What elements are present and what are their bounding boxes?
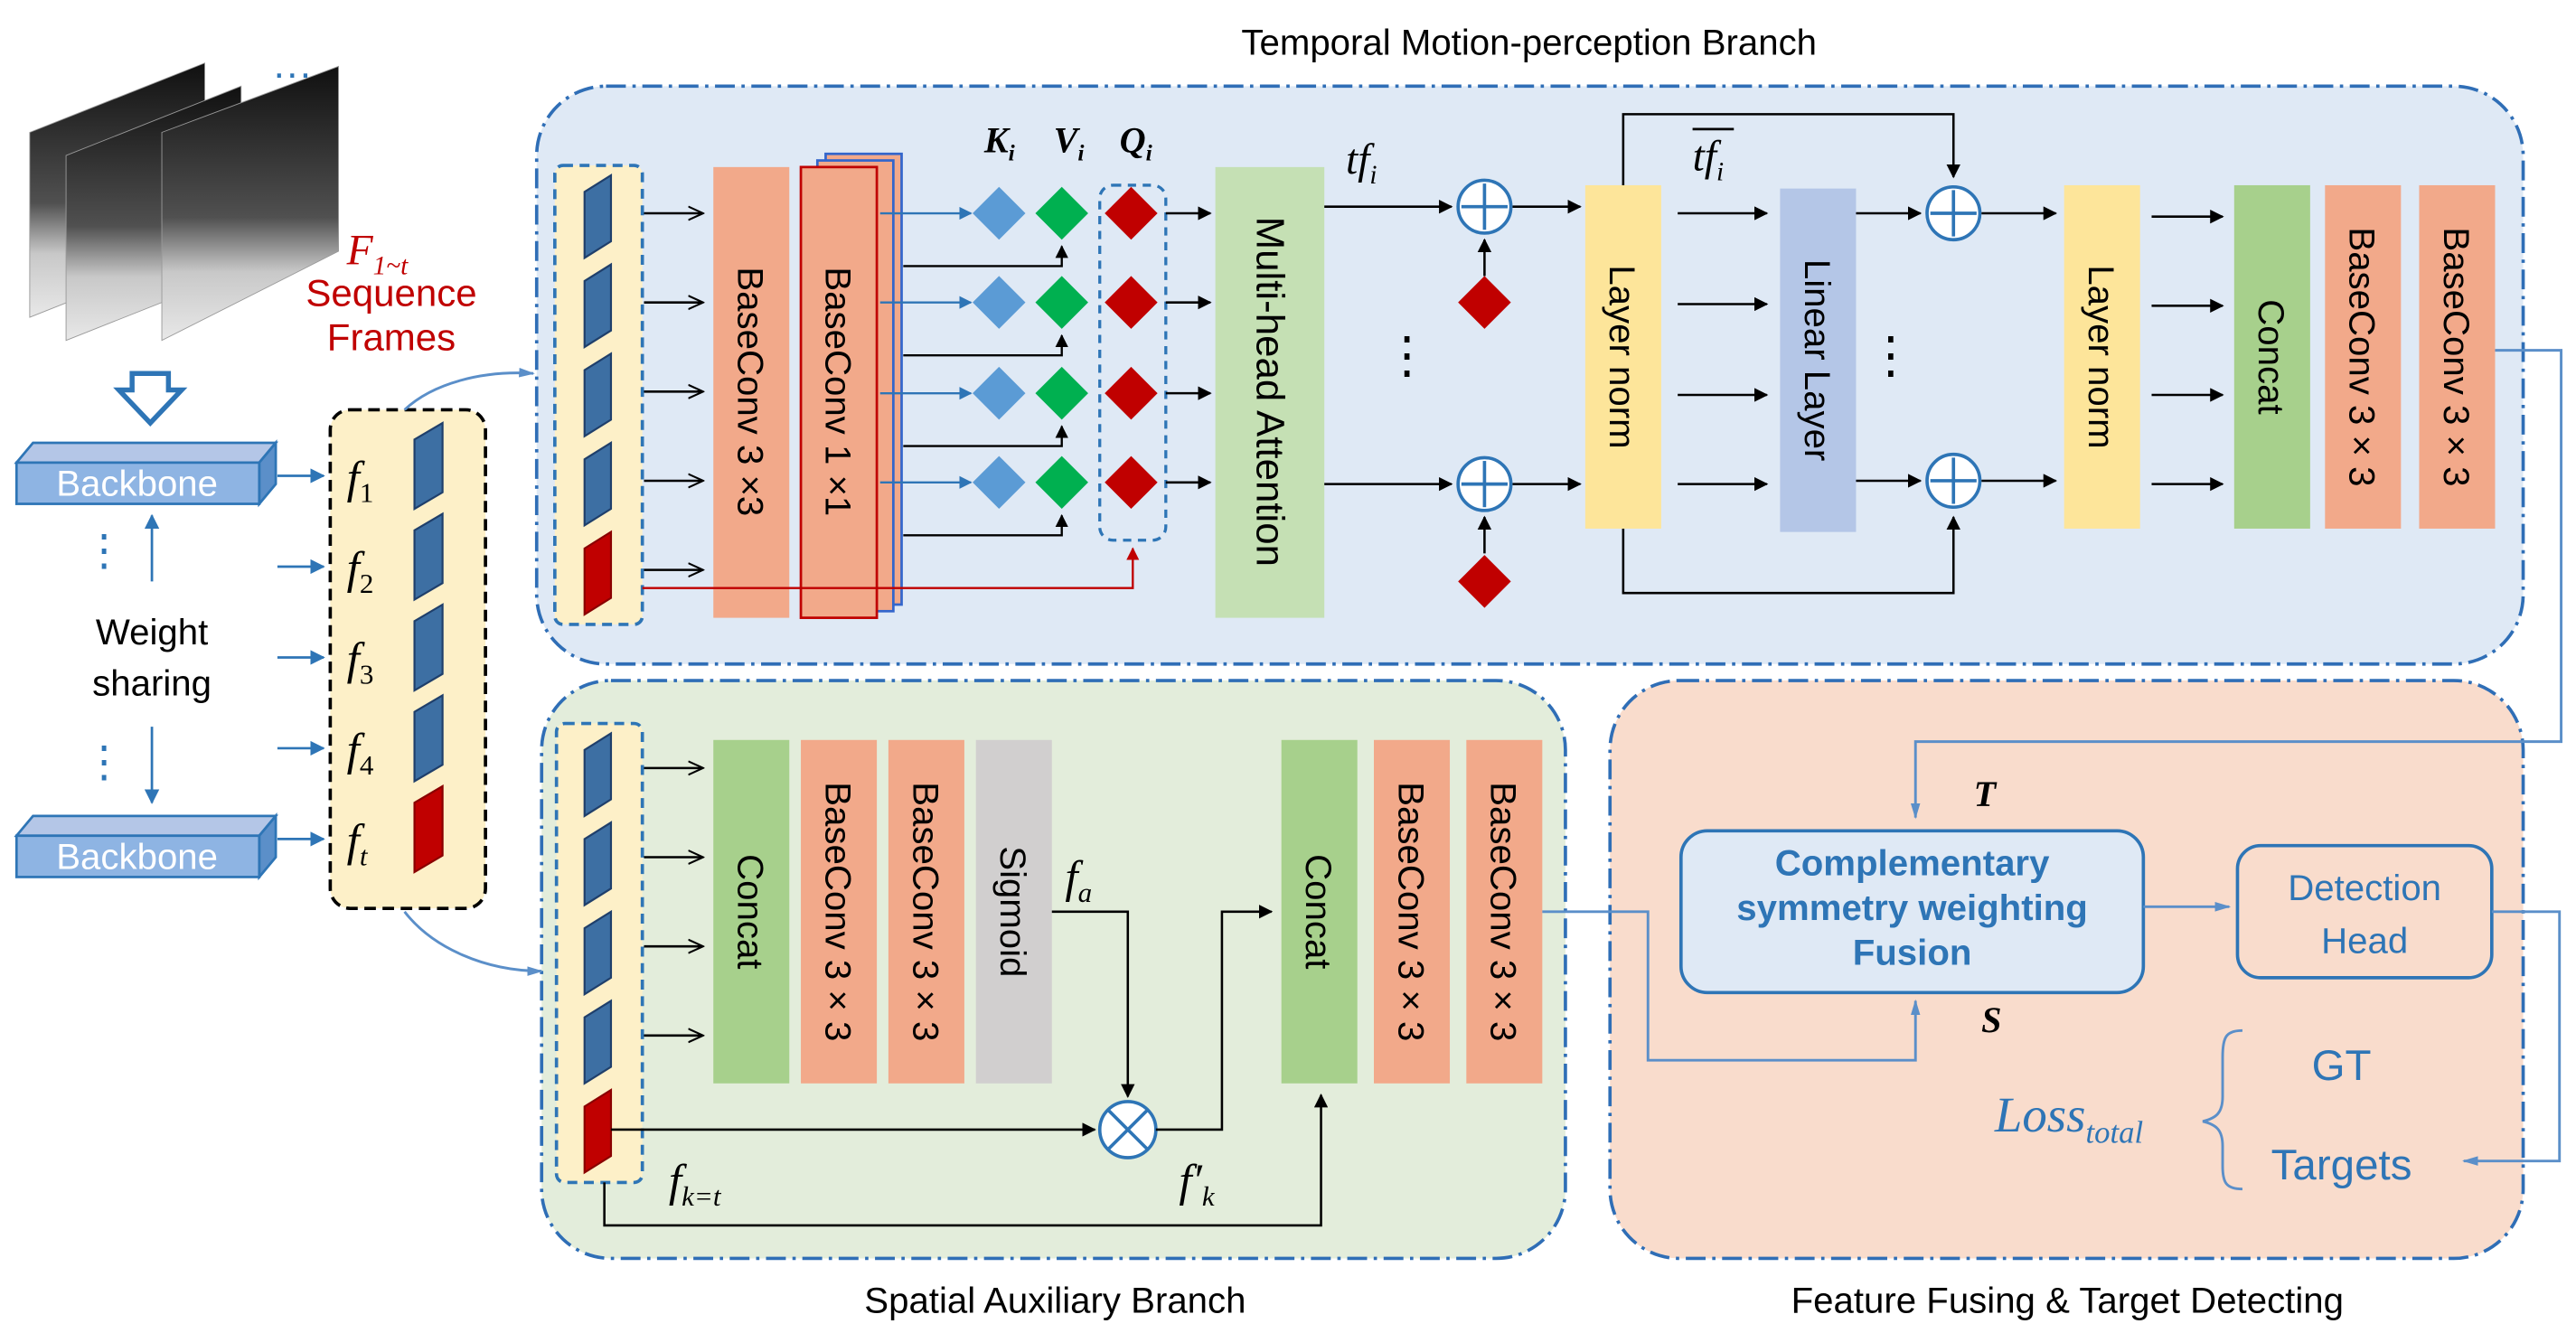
spatial-baseconv-1: [801, 739, 878, 1084]
svg-text:Concat: Concat: [1298, 854, 1339, 969]
mid-dots-1: ⋮: [1382, 326, 1432, 382]
weight-sharing-line1: Weight: [96, 612, 208, 652]
backbone-top: Backbone: [14, 439, 279, 508]
svg-text:symmetry weighting: symmetry weighting: [1736, 887, 2088, 928]
svg-text:BaseConv 3 × 3: BaseConv 3 × 3: [2342, 227, 2383, 486]
svg-text:Layer norm: Layer norm: [1602, 265, 1642, 448]
svg-text:BaseConv 3 × 3: BaseConv 3 × 3: [1390, 782, 1431, 1041]
svg-text:BaseConv 3 × 3: BaseConv 3 × 3: [1483, 782, 1524, 1041]
K-label: Ki: [983, 119, 1015, 165]
temporal-feature-slices: [583, 174, 613, 616]
spatial-branch-title: Spatial Auxiliary Branch: [864, 1281, 1246, 1321]
svg-text:Multi-head Attention: Multi-head Attention: [1247, 217, 1292, 567]
residual-add-bottom: [1324, 455, 1582, 554]
spatial-input-arrows: [644, 768, 702, 1036]
backbone-bottom: Backbone: [14, 812, 279, 881]
svg-text:Concat: Concat: [2251, 299, 2291, 414]
spatial-concat-1: [713, 739, 790, 1084]
loss-total-label: Losstotal: [1994, 1087, 2143, 1150]
temporal-baseconv-b: [2419, 184, 2496, 529]
head-to-targets-line: [2462, 910, 2562, 1166]
feature-slices: [413, 421, 444, 874]
f-prime-k-label: f′k: [1179, 1155, 1215, 1212]
temporal-output-line: [1910, 349, 2563, 820]
spatial-feature-slices: [583, 731, 613, 1175]
down-arrow-icon: [113, 371, 188, 427]
mha-input-arrows: [1165, 206, 1212, 490]
svg-text:BaseConv 3 × 3: BaseConv 3 × 3: [2436, 227, 2477, 486]
spatial-baseconv-3: [1374, 739, 1451, 1084]
q-feed-line: [642, 547, 1140, 589]
concat-input-arrows: [2151, 209, 2224, 492]
vdots-bottom: ⋮: [82, 738, 126, 786]
svg-text:Backbone: Backbone: [56, 836, 218, 877]
linear-input-arrows: [1678, 206, 1769, 492]
svg-text:BaseConv 3 × 3: BaseConv 3 × 3: [817, 782, 858, 1041]
svg-text:BaseConv 3 ×3: BaseConv 3 ×3: [730, 267, 771, 516]
feature-list-box: [328, 408, 487, 910]
multiply-node: [603, 905, 1329, 1227]
layer-norm-2: [2064, 184, 2140, 529]
Q-group-box: [1098, 183, 1168, 542]
sequence-frames-image: ···: [29, 51, 339, 342]
svg-text:BaseConv 3 × 3: BaseConv 3 × 3: [905, 782, 945, 1041]
S-label: S: [1981, 1000, 2001, 1040]
svg-text:BaseConv 1 ×1: BaseConv 1 ×1: [817, 267, 858, 516]
svg-text:Detection: Detection: [2288, 868, 2441, 908]
sequence-F-label: F1~t: [346, 228, 409, 281]
weight-sharing-line2: sharing: [92, 662, 212, 703]
svg-text:Linear Layer: Linear Layer: [1797, 259, 1838, 461]
temporal-input-arrows: [644, 213, 702, 570]
temporal-concat: [2233, 184, 2310, 529]
temporal-branch-panel: [534, 84, 2525, 666]
svg-text:Fusion: Fusion: [1853, 932, 1972, 972]
spatial-baseconv-4: [1466, 739, 1543, 1084]
temporal-branch-title: Temporal Motion-perception Branch: [1241, 23, 1817, 63]
multi-head-attention: [1215, 166, 1325, 618]
v-feed-lines: [903, 245, 1068, 537]
fusion-branch-title: Feature Fusing & Target Detecting: [1791, 1281, 2344, 1321]
sequence-label-line1: Sequence: [306, 271, 476, 314]
svg-text:Sigmoid: Sigmoid: [992, 846, 1033, 977]
sequence-label-line2: Frames: [327, 316, 456, 359]
spatial-baseconv-2: [888, 739, 964, 1084]
ffn-add-nodes: [1856, 184, 2058, 510]
residual-add-top: [1324, 178, 1582, 277]
svg-text:Backbone: Backbone: [56, 463, 218, 503]
svg-text:Head: Head: [2321, 920, 2408, 961]
gt-label: GT: [2312, 1042, 2372, 1090]
mid-dots-2: ⋮: [1866, 326, 1915, 382]
Q-label: Qi: [1120, 119, 1152, 165]
layer-norm-skip-lines: [1622, 113, 1960, 595]
vdots-top: ⋮: [82, 527, 126, 575]
spatial-output-line: [1542, 910, 1921, 1062]
spatial-sigmoid: [975, 739, 1052, 1084]
temporal-baseconv-a: [2325, 184, 2402, 529]
svg-text:Concat: Concat: [730, 854, 771, 969]
temporal-baseconv-1x1: BaseConv 1 ×1: [799, 152, 903, 619]
frames-dots: ···: [272, 51, 312, 95]
T-label: T: [1974, 774, 1998, 814]
loss-brace: [2202, 1028, 2242, 1191]
layer-norm-1: [1584, 184, 1661, 529]
targets-label: Targets: [2271, 1141, 2412, 1189]
feature-arrows: [277, 468, 325, 847]
svg-text:Complementary: Complementary: [1775, 843, 2050, 884]
svg-text:Layer norm: Layer norm: [2081, 265, 2121, 448]
fusion-block: [1678, 829, 2146, 995]
spatial-concat-2: [1281, 739, 1358, 1084]
V-label: Vi: [1054, 119, 1085, 165]
temporal-baseconv-3x3: [713, 166, 790, 618]
linear-layer: [1780, 188, 1857, 532]
